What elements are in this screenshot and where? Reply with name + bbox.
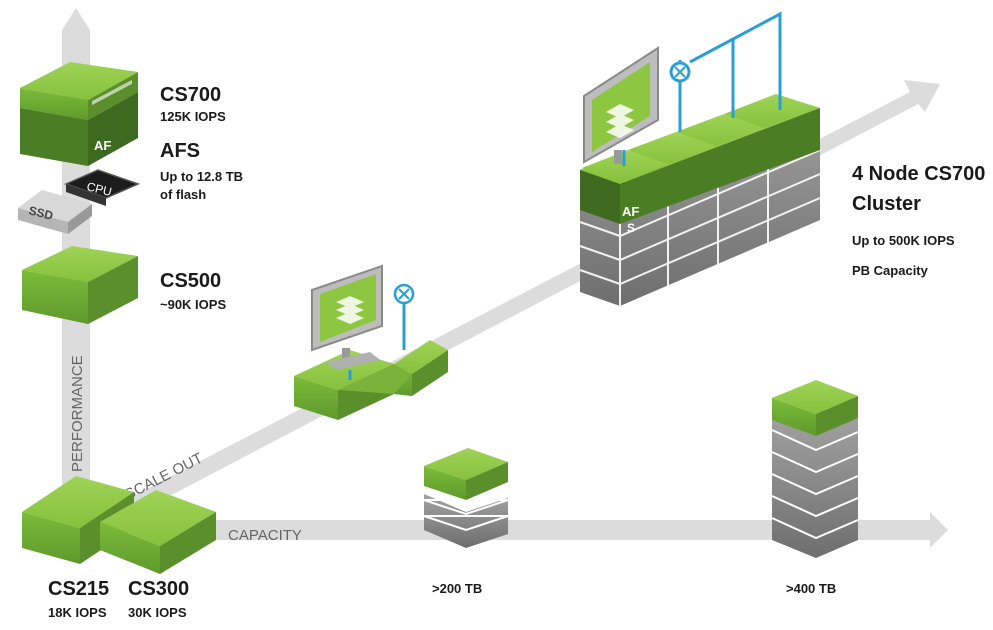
cs700-array: AF <box>20 62 138 166</box>
cluster-s-badge: S <box>627 221 635 235</box>
cs300-name: CS300 <box>128 578 190 600</box>
capacity-axis <box>170 512 948 548</box>
cluster-title-line2: Cluster <box>852 193 921 215</box>
afs-capacity-line2: of flash <box>160 187 207 202</box>
cs700-iops: 125K IOPS <box>160 109 226 124</box>
cs215-iops: 18K IOPS <box>48 605 107 620</box>
cluster-capacity: PB Capacity <box>852 263 928 278</box>
capacity-200tb-label: >200 TB <box>432 581 483 596</box>
scale-out-pair <box>294 340 448 420</box>
capacity-400tb-stack <box>771 380 859 558</box>
capacity-200tb-stack <box>423 448 509 548</box>
performance-axis-label: PERFORMANCE <box>69 355 86 472</box>
cs215-name: CS215 <box>48 578 110 600</box>
cs300-array <box>100 490 216 574</box>
afs-name: AFS <box>160 140 200 162</box>
ssd-label: SSD <box>27 203 55 223</box>
cs300-iops: 30K IOPS <box>128 605 187 620</box>
af-badge: AF <box>94 138 111 153</box>
cs500-array <box>22 246 138 324</box>
monitor-small <box>311 264 383 370</box>
cs700-name: CS700 <box>160 84 222 106</box>
cluster-title-line1: 4 Node CS700 <box>852 163 986 185</box>
cluster-4-node: AF S <box>579 94 821 306</box>
network-link-small <box>348 283 415 380</box>
network-link-cluster <box>622 11 782 166</box>
monitor-large <box>583 46 659 164</box>
cpu-chip: CPU <box>63 169 141 206</box>
capacity-400tb-label: >400 TB <box>786 581 837 596</box>
cs500-iops: ~90K IOPS <box>160 297 227 312</box>
cs500-name: CS500 <box>160 270 222 292</box>
capacity-axis-label: CAPACITY <box>228 527 302 544</box>
afs-capacity-line1: Up to 12.8 TB <box>160 169 244 184</box>
cpu-label: CPU <box>85 179 113 199</box>
cluster-iops: Up to 500K IOPS <box>852 233 955 248</box>
ssd-module: SSD <box>18 190 92 234</box>
cluster-af-badge: AF <box>622 204 639 219</box>
